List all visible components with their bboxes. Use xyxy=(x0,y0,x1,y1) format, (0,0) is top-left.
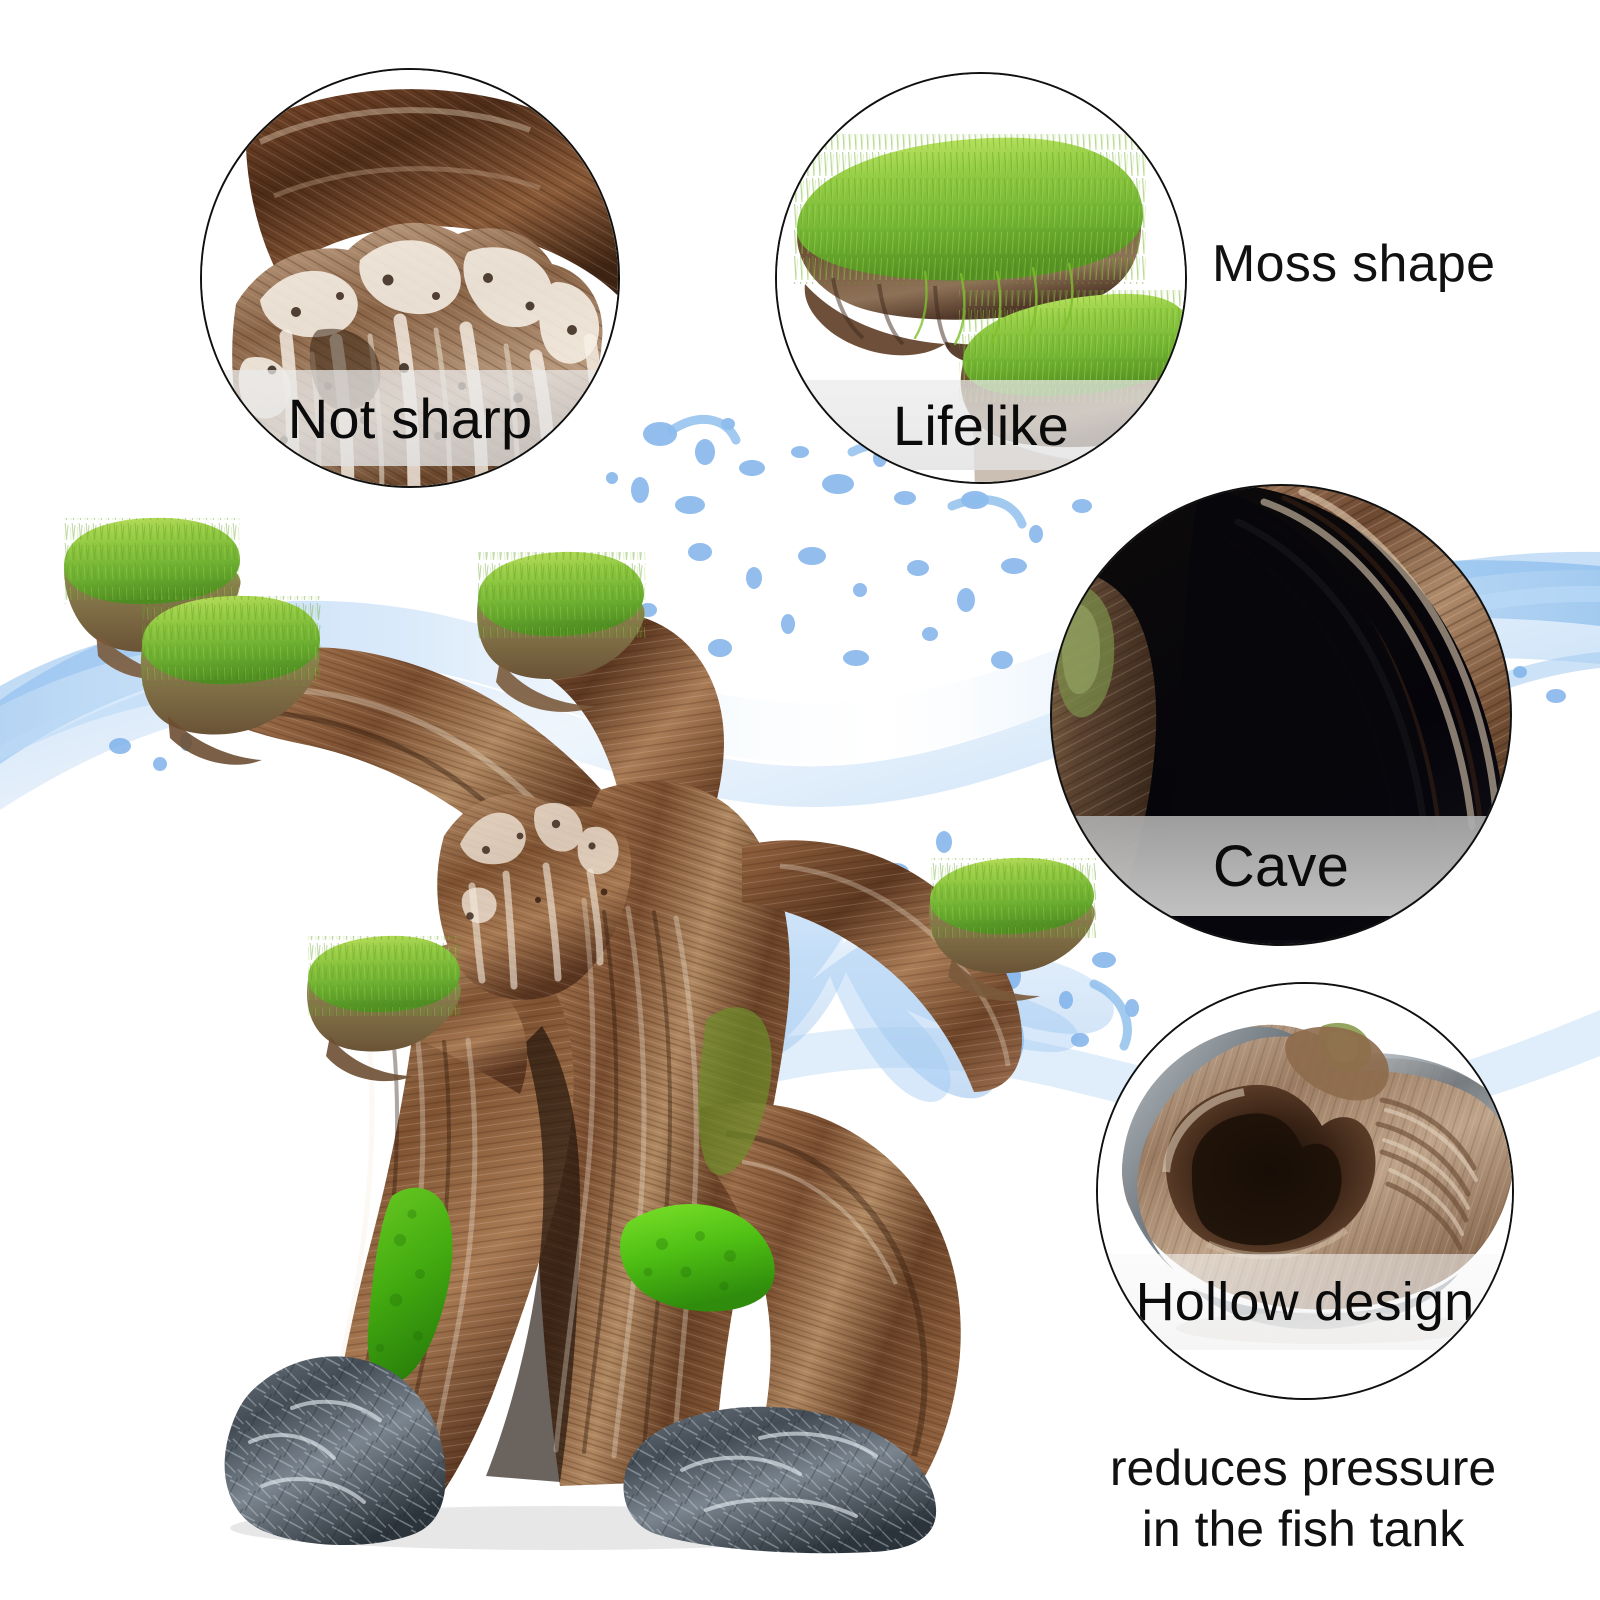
cave-label: Cave xyxy=(1212,833,1350,899)
moss-platform-mid-left xyxy=(140,595,322,765)
callout-cave[interactable]: Cave xyxy=(1050,484,1512,946)
moss-platform-top-right xyxy=(477,551,646,712)
lifelike-photo xyxy=(777,74,1185,482)
not-sharp-label-bar: Not sharp xyxy=(202,370,618,466)
callout-lifelike[interactable]: Lifelike xyxy=(775,72,1187,484)
moss-platform-lower-left xyxy=(307,935,462,1082)
callout-hollow-design[interactable]: Hollow design xyxy=(1096,982,1514,1400)
hollow-design-label-bar: Hollow design xyxy=(1098,1254,1512,1350)
annotation-moss-shape: Moss shape xyxy=(1212,235,1496,293)
not-sharp-label: Not sharp xyxy=(287,386,533,450)
cave-label-bar: Cave xyxy=(1052,816,1510,916)
callout-not-sharp[interactable]: Not sharp xyxy=(200,68,620,488)
hollow-design-label: Hollow design xyxy=(1135,1272,1475,1332)
reduces-pressure-line-1: reduces pressure xyxy=(1109,1440,1497,1496)
lifelike-label-bar: Lifelike xyxy=(777,380,1185,470)
annotation-reduces-pressure: reduces pressure in the fish tank xyxy=(1058,1438,1548,1560)
reduces-pressure-line-2: in the fish tank xyxy=(1141,1501,1465,1557)
lifelike-label: Lifelike xyxy=(893,393,1069,457)
